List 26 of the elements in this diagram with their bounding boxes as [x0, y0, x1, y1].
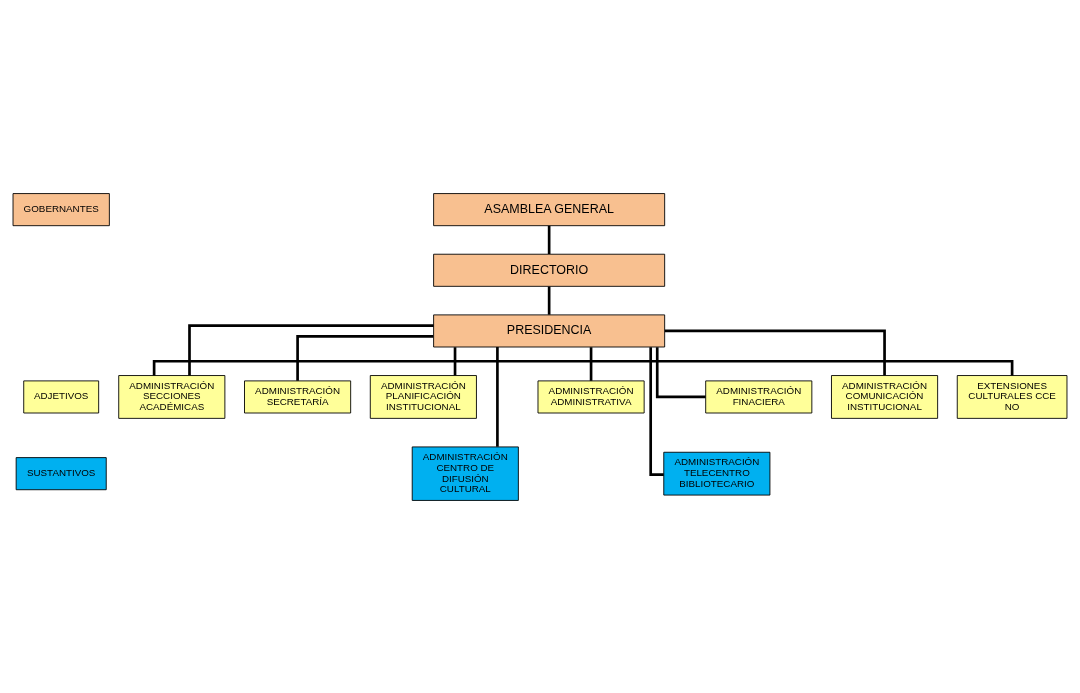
node-box: SUSTANTIVOS — [15, 456, 107, 490]
node-box: ADMINISTRACIÓN COMUNICACIÓN INSTITUCIONAL — [831, 374, 939, 419]
node-box: ADMINISTRACIÓN FINACIERA — [705, 379, 813, 413]
node-box: PRESIDENCIA — [433, 313, 666, 347]
connector — [296, 334, 434, 381]
node-box: GOBERNANTES — [12, 192, 110, 226]
node-box: DIRECTORIO — [433, 253, 666, 287]
node-box: ADMINISTRACIÓN TELECENTRO BIBLIOTECARIO — [663, 451, 771, 496]
node-box: ASAMBLEA GENERAL — [433, 192, 666, 226]
node-box: ADMINISTRACIÓN PLANIFICACIÓN INSTITUCIONAL — [369, 374, 477, 419]
connector — [649, 346, 664, 476]
connector — [664, 329, 886, 375]
node-box: ADMINISTRACIÓN CENTRO DE DIFUSIÓN CULTURAL — [411, 445, 519, 501]
connector — [152, 359, 1014, 375]
node-box: ADMINISTRACIÓN ADMINISTRATIVA — [537, 379, 645, 413]
connector — [496, 346, 499, 447]
node-box: ADMINISTRACIÓN SECRETARÍA — [244, 379, 352, 413]
connector — [547, 225, 551, 254]
node-box: ADJETIVOS — [23, 379, 100, 413]
connector — [589, 346, 593, 381]
node-box: EXTENSIONES CULTURALES CCE NO — [956, 374, 1068, 419]
node-box: ADMINISTRACIÓN SECCIONES ACADÉMICAS — [118, 374, 226, 419]
connector — [547, 286, 551, 315]
connector — [655, 346, 706, 398]
connector — [453, 346, 457, 375]
connector — [188, 323, 434, 376]
